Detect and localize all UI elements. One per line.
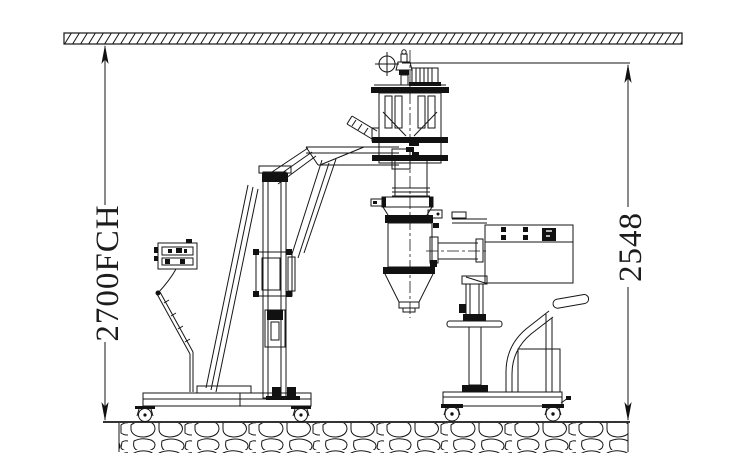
lift-slide-block [264,309,286,348]
transfer-pipe [426,236,488,267]
panel-display [542,228,556,241]
handle-grip[interactable] [552,294,590,309]
pendant-control[interactable] [154,239,198,270]
lift-caster-right [291,406,311,422]
cart-column [459,283,486,321]
dimension-label-left: 2700FCH [90,204,126,341]
panel-button[interactable] [523,227,528,232]
panel-button[interactable] [523,235,528,240]
inlet-pipe [346,115,380,142]
mid-cylinder [392,161,430,197]
ceiling [63,32,683,45]
floor [103,421,630,453]
flange-band-lower [372,155,448,161]
arrow-down-icon [624,402,632,421]
mid-flange [370,196,434,216]
cart-handle[interactable] [505,294,590,392]
arrow-down-icon [101,402,109,421]
cart-caster-right [542,396,571,422]
ceiling-slab [63,32,683,45]
pendant-cable [155,268,194,392]
dimension-ceiling-height: 2700FCH [90,45,126,421]
mobile-lift-crane [135,146,411,422]
lift-strut [205,184,259,393]
control-cart [441,211,590,422]
control-panel[interactable] [484,224,574,284]
top-plate [371,84,449,93]
internal-funnel [382,111,438,156]
arrow-up-icon [624,64,632,83]
cart-caster-left [441,404,463,422]
dimension-label-right: 2548 [613,212,649,282]
panel-button[interactable] [501,235,506,240]
stone-floor [119,423,628,453]
lift-boom [265,146,411,259]
lower-column [462,326,488,392]
base-box [517,348,561,393]
arrow-up-icon [101,45,109,64]
upper-body [378,92,442,164]
muffler [409,67,441,86]
discharge-cone [383,267,435,313]
clamp-flange [385,209,443,228]
lift-carriage [253,249,296,297]
cart-base [442,391,563,407]
lift-mast [258,165,292,399]
vacuum-conveyor [346,49,488,318]
flange-band-upper [372,137,448,143]
shelf-bracket [451,211,487,224]
rotary-table [446,320,503,328]
lifting-eye-icon [375,52,399,76]
lift-caster-left [135,406,155,422]
dimension-machine-height: 2548 [402,62,649,421]
column-bracket [461,275,488,285]
panel-button[interactable] [501,227,506,232]
